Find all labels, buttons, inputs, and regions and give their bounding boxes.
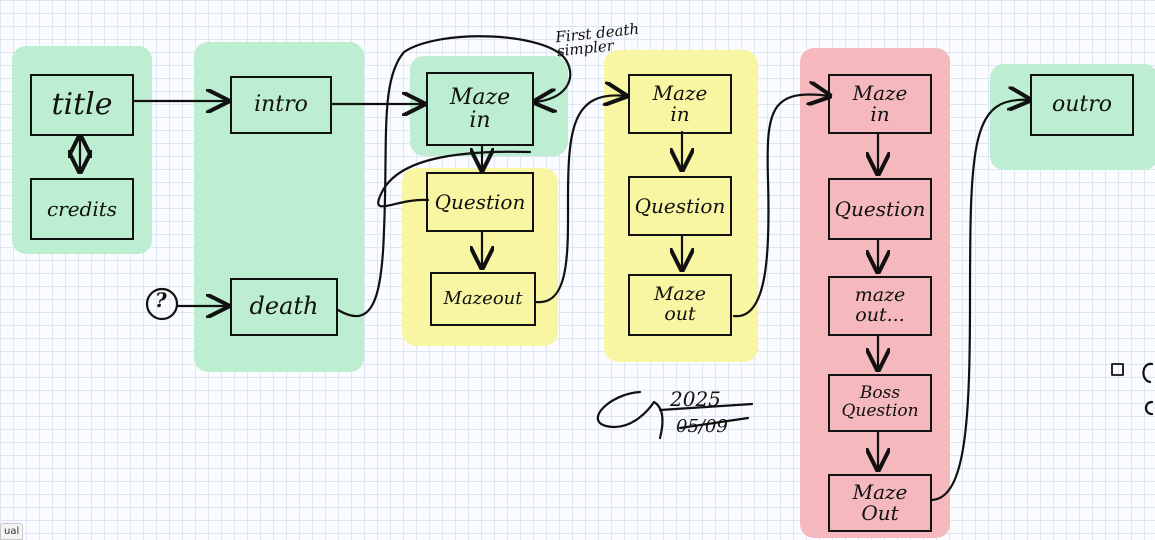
node-maze3-in: Maze in <box>828 74 932 134</box>
arrow-question1-loop <box>377 150 532 208</box>
signature-scribble <box>596 390 754 440</box>
node-death: death <box>230 278 338 336</box>
node-question3: Question <box>828 178 932 240</box>
arrow-mazeout1-maze2 <box>534 95 626 304</box>
node-credits: credits <box>30 178 134 240</box>
node-title: title <box>30 74 134 136</box>
start-marker-circle <box>145 287 179 321</box>
node-question1: Question <box>426 172 534 232</box>
arrow-mazeout2-maze3 <box>732 94 830 318</box>
arrow-death-maze1 <box>336 35 572 317</box>
node-maze1-in: Maze in <box>426 72 534 146</box>
node-intro: intro <box>230 76 332 134</box>
node-maze1-out: Mazeout <box>430 272 536 326</box>
node-maze3-out: maze out... <box>828 276 932 336</box>
node-maze3-final-out: Maze Out <box>828 474 932 532</box>
node-boss-question: Boss Question <box>828 374 932 432</box>
node-question2: Question <box>628 176 732 236</box>
node-maze2-out: Maze out <box>628 274 732 336</box>
arrow-final-outro <box>930 100 1030 502</box>
signature-underline <box>678 416 750 430</box>
partial-glyph <box>1142 362 1154 384</box>
node-maze2-in: Maze in <box>628 74 732 134</box>
green-zone-outro <box>990 64 1155 170</box>
start-marker: ? <box>155 288 167 312</box>
signature-day: 05/09 <box>676 416 728 437</box>
signature-year: 2025 <box>670 387 721 411</box>
side-tab[interactable]: ual <box>0 523 24 540</box>
partial-checkbox <box>1111 363 1124 376</box>
node-outro: outro <box>1030 74 1134 136</box>
partial-glyph-2 <box>1144 400 1154 416</box>
